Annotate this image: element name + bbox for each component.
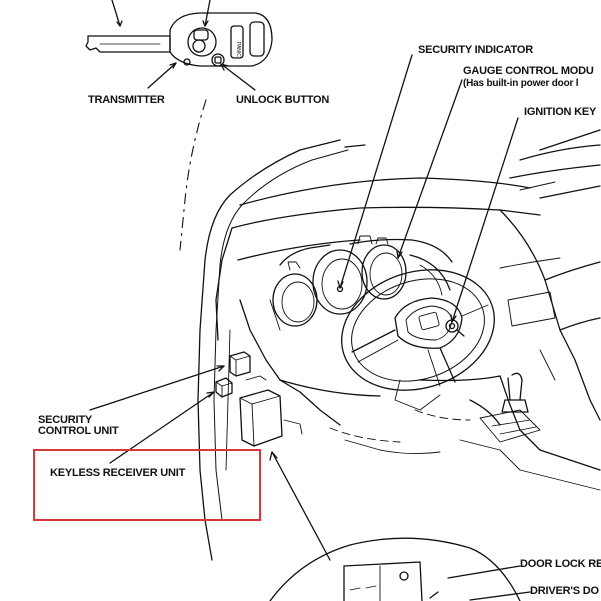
detail-view (269, 537, 531, 601)
label-drivers-door: DRIVER'S DO (530, 585, 599, 597)
gauge-cluster (272, 235, 453, 327)
label-gauge-control-module: GAUGE CONTROL MODU (463, 65, 594, 77)
label-gauge-control-module-note: (Has built-in power door l (463, 78, 579, 89)
label-security-control-unit-line1: SECURITY (38, 414, 93, 426)
security-control-unit (229, 351, 251, 377)
label-unlock-button: UNLOCK BUTTON (236, 94, 330, 106)
label-ignition-key: IGNITION KEY (524, 106, 597, 118)
steering-wheel (341, 269, 495, 411)
dashboard (215, 129, 601, 491)
key-fob (85, 12, 273, 67)
control-box (239, 375, 303, 447)
label-door-lock-relay: DOOR LOCK RE (520, 558, 601, 570)
label-security-indicator: SECURITY INDICATOR (418, 44, 533, 56)
highlight-box (33, 449, 261, 521)
label-security-control-unit-line2: CONTROL UNIT (38, 425, 119, 437)
label-transmitter: TRANSMITTER (88, 94, 165, 106)
label-keyless-receiver-unit: KEYLESS RECEIVER UNIT (50, 467, 186, 479)
panic-button-text: PANIC (235, 42, 241, 57)
keyless-receiver-unit (215, 377, 233, 398)
